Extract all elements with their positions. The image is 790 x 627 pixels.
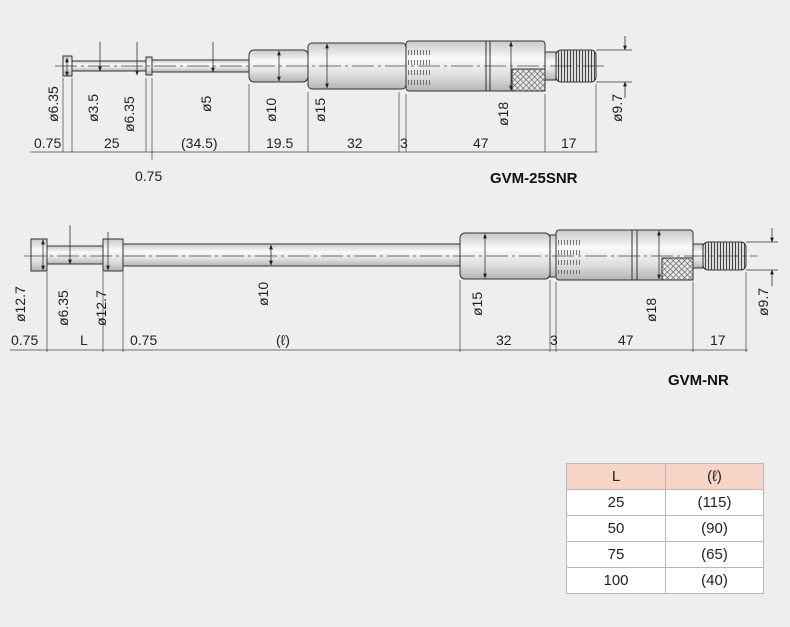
bottom-d-sleeve-label: ø15 [469, 292, 485, 316]
bottom-model-label: GVM-NR [668, 372, 729, 389]
top-model-label: GVM-25SNR [490, 170, 578, 187]
top-len-f-label: 32 [347, 135, 363, 151]
bottom-extension-lines [10, 272, 748, 352]
top-d-anvil-label: ø6.35 [45, 86, 61, 122]
bottom-len-d-label: (ℓ) [276, 332, 290, 348]
top-d-neck-label: ø6.35 [121, 96, 137, 132]
top-len-d-label: (34.5) [181, 135, 218, 151]
table-row: 25 (115) [566, 489, 764, 516]
bottom-rod-shape [122, 243, 461, 267]
bottom-len-c-label: 0.75 [130, 332, 157, 348]
bottom-d-rod-label: ø10 [255, 282, 271, 306]
bottom-len-h-label: 47 [618, 332, 634, 348]
table-cell: 25 [566, 489, 666, 516]
table-header-ell: (ℓ) [665, 463, 764, 490]
top-len-e-label: 19.5 [266, 135, 293, 151]
bottom-instrument [30, 229, 747, 281]
bottom-d-tip-label: ø6.35 [55, 290, 71, 326]
top-d-sleeve-label: ø15 [312, 98, 328, 122]
table-cell: (40) [665, 567, 764, 594]
bottom-d-flange-label: ø12.7 [93, 290, 109, 326]
top-len-g-label: 3 [400, 135, 408, 151]
table-cell: (115) [665, 489, 764, 516]
top-extension-lines [30, 78, 598, 160]
bottom-knurl-shape [661, 257, 694, 281]
top-len-h-label: 47 [473, 135, 489, 151]
top-len-a-label: 0.75 [34, 135, 61, 151]
bottom-len-f-label: 32 [496, 332, 512, 348]
table-cell: 50 [566, 515, 666, 542]
bottom-d-ratchet-label: ø9.7 [755, 288, 771, 316]
top-knurl-shape [511, 68, 546, 92]
top-len-c-label: 0.75 [135, 168, 162, 184]
bottom-len-b-label: L [80, 332, 88, 348]
top-d-ratchet-label: ø9.7 [609, 94, 625, 122]
top-d-thimble-label: ø18 [495, 102, 511, 126]
top-len-b-label: 25 [104, 135, 120, 151]
bottom-len-g-label: 3 [550, 332, 558, 348]
table-cell: (65) [665, 541, 764, 568]
table-header-l: L [566, 463, 666, 490]
bottom-flange-shape [102, 238, 124, 272]
bottom-tip-shape [46, 245, 104, 265]
top-d-body-label: ø10 [263, 98, 279, 122]
table-row: 75 (65) [566, 541, 764, 568]
top-len-i-label: 17 [561, 135, 577, 151]
table-cell: (90) [665, 515, 764, 542]
table-header-row: L (ℓ) [566, 463, 764, 490]
bottom-d-anvil-label: ø12.7 [12, 286, 28, 322]
top-diameter-arrows [65, 36, 632, 98]
table-row: 50 (90) [566, 515, 764, 542]
bottom-diameter-arrows [41, 225, 778, 286]
bottom-len-i-label: 17 [710, 332, 726, 348]
length-table: L (ℓ) 25 (115) 50 (90) 75 (65) 100 (40) [566, 463, 764, 594]
top-d-rod-label: ø5 [198, 95, 214, 112]
table-row: 100 (40) [566, 567, 764, 594]
bottom-len-a-label: 0.75 [11, 332, 38, 348]
table-cell: 100 [566, 567, 666, 594]
bottom-anvil-shape [30, 238, 48, 272]
bottom-d-thimble-label: ø18 [643, 298, 659, 322]
table-cell: 75 [566, 541, 666, 568]
top-d-tip-label: ø3.5 [85, 94, 101, 122]
